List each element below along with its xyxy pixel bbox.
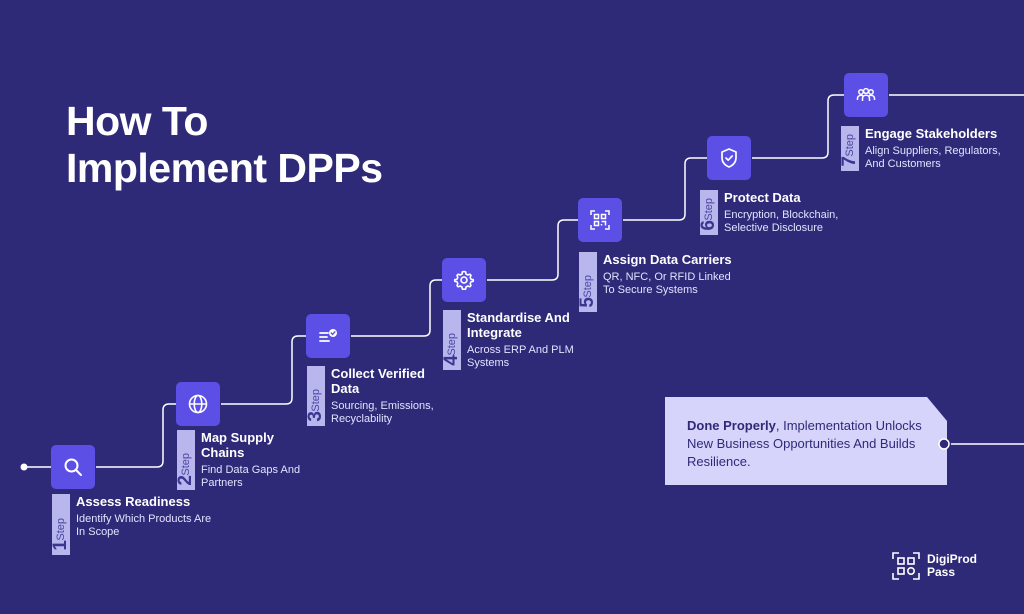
step-2-description: Find Data Gaps And Partners bbox=[201, 464, 301, 489]
step-6-shield-check-icon bbox=[707, 136, 751, 180]
digiprod-pass-logo: DigiProd Pass bbox=[891, 551, 977, 581]
summary-callout: Done Properly, Implementation Unlocks Ne… bbox=[665, 397, 950, 485]
step-5-qr-code-icon bbox=[578, 198, 622, 242]
page-title: How To Implement DPPs bbox=[66, 98, 383, 192]
step-7-badge: Step 7 bbox=[839, 126, 860, 171]
path-start-dot bbox=[20, 463, 28, 471]
step-1-number: 1 bbox=[50, 540, 71, 551]
step-3-title: Collect Verified Data bbox=[331, 366, 425, 396]
step-1-word: Step bbox=[55, 517, 67, 541]
callout-tag-shape bbox=[665, 397, 950, 485]
logo-line-2: Pass bbox=[927, 565, 956, 579]
step-4-number: 4 bbox=[441, 355, 462, 366]
step-3-number: 3 bbox=[305, 411, 326, 422]
step-2-number: 2 bbox=[175, 475, 196, 486]
step-7-description: Align Suppliers, Regulators, And Custome… bbox=[865, 145, 1001, 170]
step-2-title: Map Supply Chains bbox=[201, 430, 274, 460]
callout-text: Done Properly, Implementation Unlocks Ne… bbox=[687, 417, 937, 471]
step-1-search-icon bbox=[51, 445, 95, 489]
step-4-gear-icon bbox=[442, 258, 486, 302]
step-1-title: Assess Readiness bbox=[76, 494, 191, 509]
step-6-word: Step bbox=[703, 197, 715, 221]
step-3-badge: Step 3 bbox=[305, 366, 326, 426]
step-6-badge: Step 6 bbox=[698, 190, 719, 235]
step-4-badge: Step 4 bbox=[441, 310, 462, 370]
step-6-number: 6 bbox=[698, 220, 719, 231]
step-5-title: Assign Data Carriers bbox=[603, 252, 732, 267]
step-7-people-group-icon bbox=[844, 73, 888, 117]
step-4-title: Standardise And Integrate bbox=[467, 310, 570, 340]
step-3-word: Step bbox=[310, 388, 322, 412]
step-4-description: Across ERP And PLM Systems bbox=[467, 344, 574, 369]
step-5-word: Step bbox=[582, 274, 594, 298]
step-1-badge: Step 1 bbox=[50, 494, 71, 555]
step-3-verified-list-icon bbox=[306, 314, 350, 358]
step-7-word: Step bbox=[844, 133, 856, 157]
title-line-1: How To bbox=[66, 98, 208, 144]
step-1-description: Identify Which Products Are In Scope bbox=[76, 513, 212, 538]
step-7-number: 7 bbox=[839, 156, 860, 167]
logo-line-1: DigiProd bbox=[927, 552, 977, 566]
callout-body: , Implementation Unlocks New Business Op… bbox=[687, 418, 922, 469]
step-4-word: Step bbox=[446, 332, 458, 356]
step-5-number: 5 bbox=[577, 297, 598, 308]
step-3-description: Sourcing, Emissions, Recyclability bbox=[331, 400, 434, 425]
step-5-badge: Step 5 bbox=[577, 252, 598, 312]
callout-bold: Done Properly bbox=[687, 418, 776, 433]
step-2-word: Step bbox=[180, 452, 192, 476]
step-7-title: Engage Stakeholders bbox=[865, 126, 998, 141]
step-5-description: QR, NFC, Or RFID Linked To Secure System… bbox=[603, 271, 731, 296]
step-6-title: Protect Data bbox=[724, 190, 801, 205]
qr-logo-icon bbox=[892, 552, 920, 580]
step-2-globe-icon bbox=[176, 382, 220, 426]
step-2-badge: Step 2 bbox=[175, 430, 196, 490]
step-6-description: Encryption, Blockchain, Selective Disclo… bbox=[724, 209, 839, 234]
title-line-2: Implement DPPs bbox=[66, 145, 383, 191]
